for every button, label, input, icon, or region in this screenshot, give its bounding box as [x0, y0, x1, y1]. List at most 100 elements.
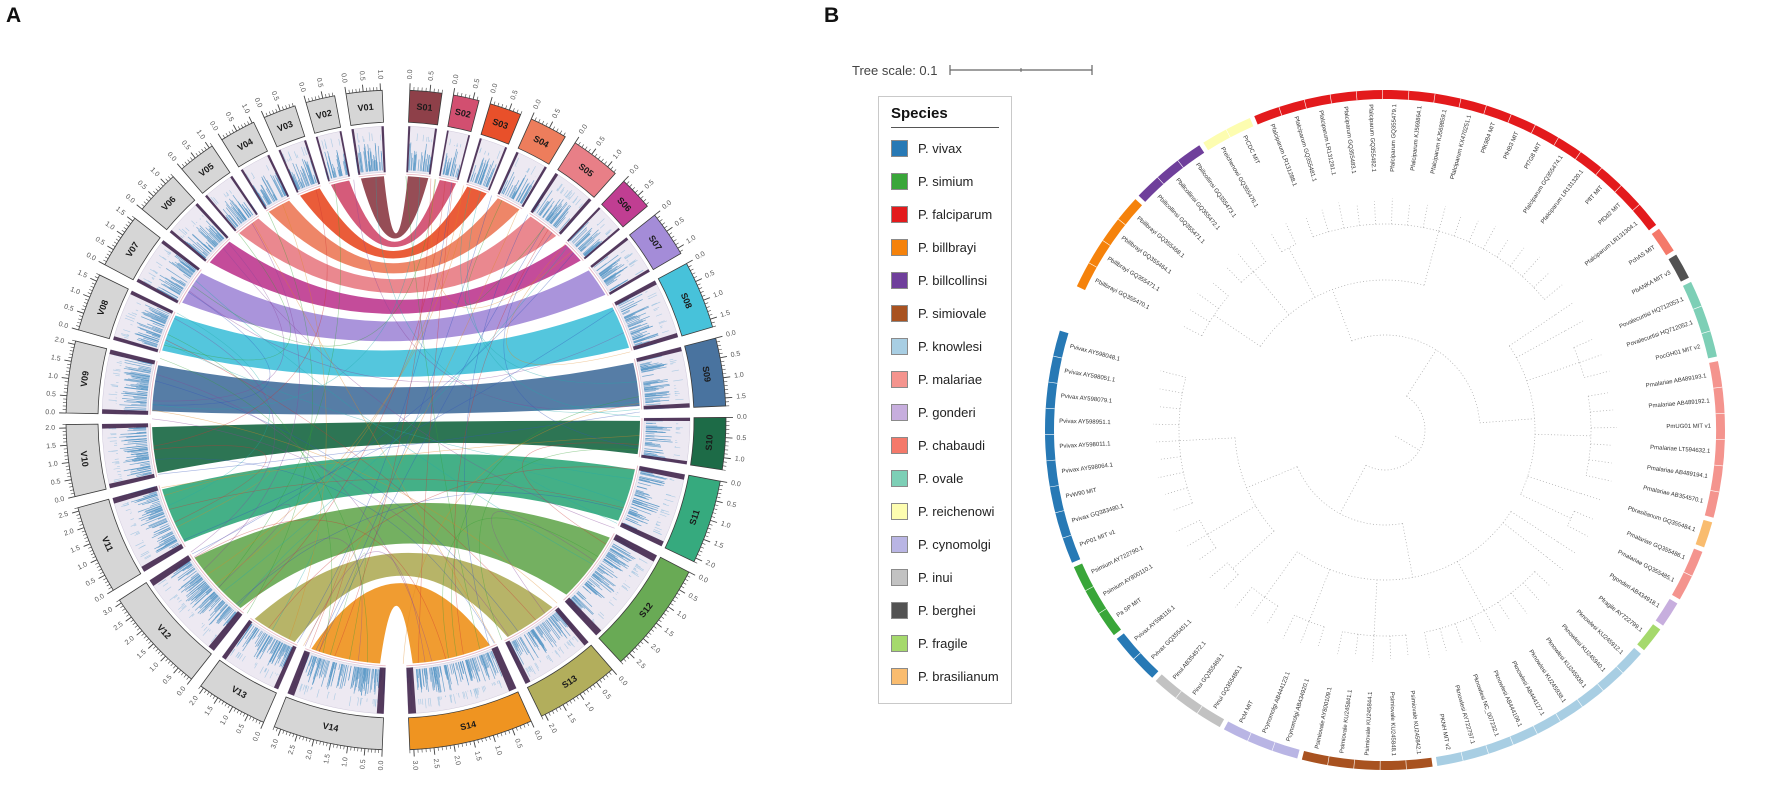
synteny-ribbon-S11-V11 — [162, 454, 635, 542]
tip-label: PbANKA MIT v3 — [1631, 270, 1672, 296]
panel-a-label: A — [6, 4, 22, 27]
circos-tick-label: 2.0 — [305, 749, 314, 760]
tip-label: Pfragile AY722799.1 — [1597, 595, 1644, 634]
tip-label: Pcynomolgi AB434920.1 — [1286, 677, 1311, 742]
translocation-thread — [152, 242, 285, 402]
circos-segment-S04: S04 — [517, 118, 566, 165]
circos-tick-label: 1.5 — [50, 354, 61, 363]
circos-tick-label: 2.5 — [432, 758, 440, 769]
circos-tick-label: 0.0 — [490, 83, 500, 94]
circos-tick-label: 1.0 — [195, 129, 206, 141]
ring-arc-6-p-ovale — [1682, 281, 1717, 359]
circos-tick-label: 0.0 — [45, 409, 55, 416]
translocation-thread — [375, 176, 640, 413]
translocation-thread — [282, 203, 327, 640]
tip-label: PfHB3 MIT — [1503, 131, 1521, 161]
translocation-thread — [203, 223, 300, 571]
translocation-thread — [464, 214, 529, 646]
translocation-thread — [235, 492, 623, 605]
translocation-thread — [167, 312, 270, 507]
synteny-ribbon-S13-V13 — [254, 552, 553, 642]
circos-tick-label: 3.0 — [411, 760, 419, 770]
circos-tick-label: 2.5 — [58, 511, 69, 520]
circos-segment-S12: S12 — [598, 556, 690, 663]
translocation-thread — [168, 478, 624, 510]
tip-label: Pfalciparum KJ569859.1 — [1430, 108, 1448, 174]
circos-segment-S05: S05 — [557, 142, 616, 198]
translocation-thread — [155, 380, 519, 632]
ring-arc-3-p-falciparum — [1254, 90, 1657, 231]
circos-segment-V03: V03 — [263, 105, 306, 148]
translocation-thread — [165, 339, 536, 621]
circos-segment-label: V10 — [78, 450, 90, 467]
translocation-thread — [207, 187, 472, 575]
legend-species-label: P. malariae — [918, 372, 983, 387]
translocation-thread — [237, 530, 319, 631]
circos-tick-label: 0.5 — [359, 759, 367, 769]
circos-tick-label: 0.0 — [617, 675, 629, 687]
legend-swatch — [891, 272, 908, 289]
tip-label: Pfalciparum GQ355481.1 — [1292, 116, 1317, 183]
circos-tick-label: 0.0 — [452, 74, 461, 85]
tip-label: PrCDC MIT — [1241, 135, 1260, 166]
tip-label: Pvivax AY598079.1 — [1060, 394, 1113, 405]
circos-tick-label: 1.0 — [376, 69, 383, 79]
circos-segment-label: V02 — [315, 108, 333, 121]
circos-tick-label: 0.0 — [54, 496, 65, 505]
legend-swatch — [891, 470, 908, 487]
circos-tick-label: 1.5 — [46, 443, 56, 451]
circos-tick-label: 0.0 — [629, 164, 641, 176]
circos-tick-label: 0.5 — [704, 270, 716, 280]
circos-tick-label: 0.0 — [697, 574, 709, 585]
circos-segment-S13: S13 — [526, 644, 613, 717]
translocation-thread — [479, 448, 639, 640]
circos-segment-S09: S09 — [684, 337, 727, 408]
translocation-thread — [309, 548, 351, 652]
synteny-ribbon-S14-V14 — [311, 583, 490, 664]
circos-tick-label: 0.0 — [725, 329, 736, 338]
legend-species-label: P. inui — [918, 570, 953, 585]
legend-swatch — [891, 668, 908, 685]
legend-item-p-brasilianum: P. brasilianum — [891, 660, 999, 693]
legend-swatch — [891, 437, 908, 454]
circos-tick-label: 2.5 — [635, 659, 647, 671]
circos-tick-label: 0.5 — [595, 135, 606, 147]
ring-arc-14-p-cynomolgi — [1223, 721, 1300, 759]
legend-swatch — [891, 371, 908, 388]
circos-tick-label: 0.0 — [378, 760, 385, 770]
legend-species-label: P. billbrayi — [918, 240, 977, 255]
tip-label: Pmalariae AB489194.1 — [1646, 465, 1708, 480]
ring-arc-10-p-gonderi — [1655, 598, 1678, 626]
ring-arc-17-p-simium — [1073, 563, 1122, 636]
synteny-ribbon-S04-V04 — [268, 198, 520, 274]
translocation-thread — [465, 200, 546, 305]
circos-segment-S14: S14 — [408, 691, 532, 751]
circos-tick-label: 0.0 — [58, 321, 69, 330]
translocation-thread — [521, 471, 626, 524]
translocation-thread — [159, 357, 368, 663]
translocation-thread — [318, 226, 545, 652]
tip-label: Povalecurtisi HQ712052.1 — [1626, 320, 1694, 349]
circos-tick-label: 1.5 — [736, 393, 746, 401]
circos-tick-label: 2.0 — [704, 559, 716, 569]
circos-tick-label: 1.5 — [473, 751, 482, 762]
panel-b-label: B — [824, 4, 840, 27]
circos-tick-label: 0.5 — [50, 478, 61, 487]
circos-tick-label: 1.0 — [493, 745, 503, 756]
circos-tick-label: 0.0 — [339, 73, 347, 84]
translocation-thread — [442, 517, 599, 659]
circos-tick-label: 1.0 — [48, 372, 59, 380]
legend-swatch — [891, 569, 908, 586]
circos-tick-label: 0.0 — [737, 414, 747, 421]
legend-item-p-billbrayi: P. billbrayi — [891, 231, 999, 264]
tree-branches — [1153, 198, 1617, 662]
legend-item-p-vivax: P. vivax — [891, 132, 999, 165]
tip-label: PKNH MIT v2 — [1438, 713, 1451, 751]
circos-tick-label: 1.0 — [240, 103, 251, 115]
translocation-thread — [192, 179, 436, 347]
circos-segment-S10: S10 — [690, 417, 727, 471]
tip-label: Pknowlesi AB444106.1 — [1492, 670, 1523, 729]
tree-scale: Tree scale: 0.1 — [852, 62, 1096, 78]
translocation-thread — [152, 409, 558, 604]
